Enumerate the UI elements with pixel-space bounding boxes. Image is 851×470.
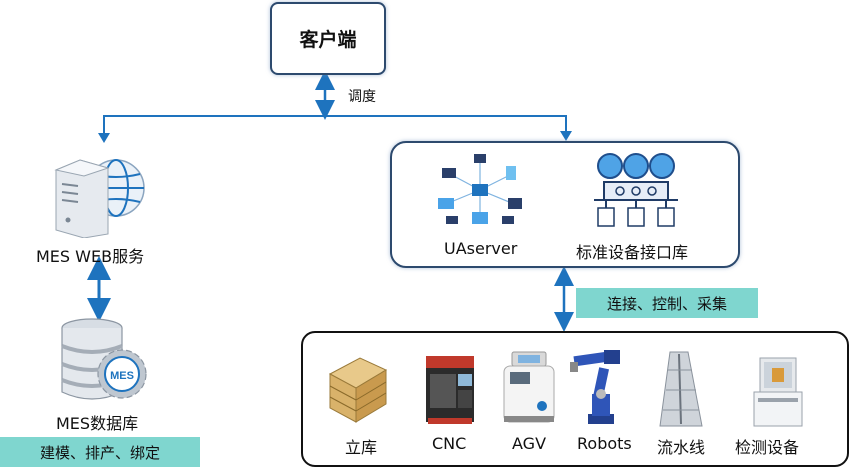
client-node: 客户端 [270, 2, 386, 75]
dispatch-bus-line [103, 115, 567, 140]
device-interface-library-icon [594, 153, 678, 227]
mes-web-label: MES WEB服务 [36, 247, 145, 266]
dispatch-label: 调度 [348, 89, 376, 105]
mes-db-label: MES数据库 [56, 414, 139, 433]
database-icon: MES [61, 318, 147, 400]
db-icon-text: MES [110, 370, 134, 382]
industrial-robot-arm-icon [570, 350, 620, 424]
mes-db-tag: 建模、排产、绑定 [0, 437, 200, 467]
uaserver-label: UAserver [444, 239, 518, 258]
network-nodes-icon [438, 154, 522, 224]
device-label-cnc: CNC [432, 434, 467, 453]
agv-robot-icon [503, 351, 555, 423]
link-tag: 连接、控制、采集 [576, 288, 758, 318]
device-label-robots: Robots [577, 434, 632, 453]
warehouse-rack-icon [328, 357, 388, 423]
device-label-conveyor: 流水线 [657, 438, 706, 457]
bus-right-arrowhead [560, 131, 572, 141]
device-label-inspection: 检测设备 [735, 438, 800, 457]
web-server-icon [54, 159, 145, 238]
client-label: 客户端 [299, 29, 357, 51]
device-label-warehouse: 立库 [345, 438, 378, 457]
device-lib-label: 标准设备接口库 [576, 243, 689, 262]
device-label-agv: AGV [512, 434, 547, 453]
devices-box [301, 331, 849, 467]
inspection-equipment-icon [753, 357, 803, 427]
conveyor-line-icon [659, 351, 703, 427]
cnc-machine-icon [426, 356, 474, 424]
bus-left-arrowhead [98, 133, 110, 143]
